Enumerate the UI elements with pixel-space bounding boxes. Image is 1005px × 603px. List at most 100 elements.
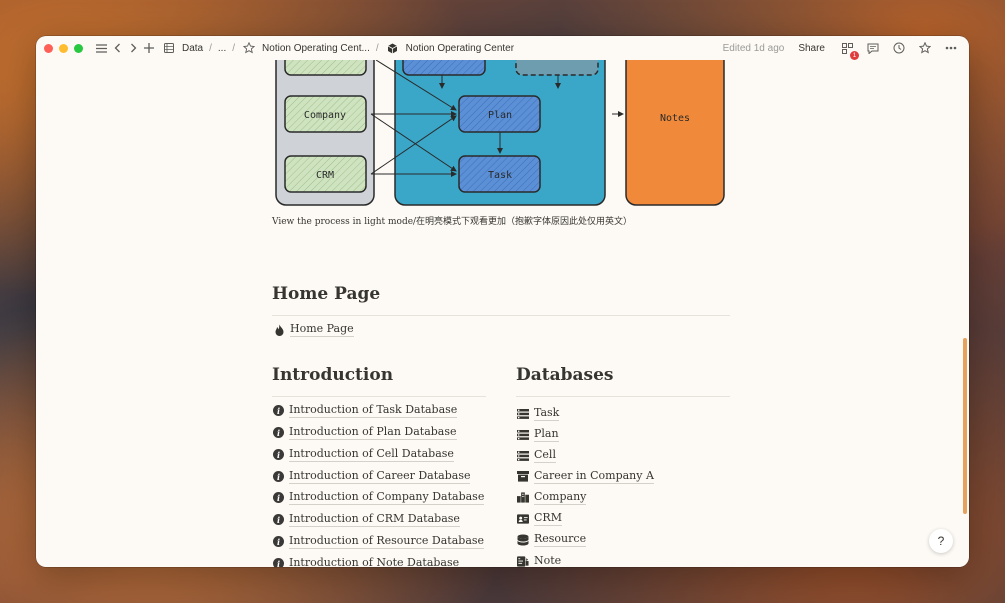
- help-button[interactable]: ?: [929, 529, 953, 553]
- home-page-link[interactable]: Home Page: [273, 322, 354, 337]
- home-page-heading: Home Page: [272, 284, 381, 304]
- database-cell-link[interactable]: Cell: [517, 448, 556, 463]
- note-icon: [517, 556, 529, 568]
- menu-icon[interactable]: [93, 40, 109, 56]
- breadcrumb: Data / ... / Notion Operating Cent... / …: [161, 40, 514, 56]
- breadcrumb-separator: /: [375, 42, 379, 54]
- maximize-window-button[interactable]: [74, 43, 83, 53]
- diagram-caption: View the process in light mode/在明亮模式下观看更…: [272, 217, 633, 227]
- breadcrumb-label: ...: [217, 42, 227, 54]
- window-controls: [44, 43, 83, 53]
- intro-task-link[interactable]: i Introduction of Task Database: [273, 403, 458, 418]
- database-resource-link[interactable]: Resource: [517, 532, 587, 547]
- database-icon: [161, 40, 177, 56]
- database-link-label: Note: [534, 554, 562, 567]
- comment-icon[interactable]: [865, 40, 881, 56]
- forward-arrow-icon[interactable]: [125, 40, 141, 56]
- database-link-label: Career in Company A: [534, 469, 654, 484]
- building-icon: [517, 492, 529, 504]
- divider: [516, 396, 730, 397]
- company-node: [284, 95, 367, 133]
- title-bar: Data / ... / Notion Operating Cent... / …: [36, 36, 969, 60]
- intro-link-label: Introduction of Plan Database: [289, 425, 457, 440]
- breadcrumb-separator: /: [209, 42, 212, 54]
- intro-company-link[interactable]: i Introduction of Company Database: [273, 490, 485, 505]
- fire-icon: [273, 324, 285, 336]
- notion-cube-icon: [385, 40, 401, 56]
- breadcrumb-item-operating-center-parent[interactable]: Notion Operating Cent...: [241, 40, 370, 56]
- notes-panel: [625, 60, 725, 206]
- database-career-link[interactable]: Career in Company A: [517, 469, 654, 484]
- minimize-window-button[interactable]: [59, 43, 68, 53]
- notification-badge: 1: [850, 51, 859, 60]
- breadcrumb-label: Data: [182, 42, 204, 54]
- connector: [370, 115, 457, 175]
- info-icon: i: [273, 405, 284, 416]
- intro-link-label: Introduction of Note Database: [289, 556, 459, 567]
- archive-icon: [517, 471, 529, 483]
- intro-link-label: Introduction of Resource Database: [289, 534, 485, 549]
- database-link-label: Task: [534, 406, 560, 421]
- database-task-link[interactable]: Task: [517, 406, 560, 421]
- info-icon: i: [273, 558, 284, 567]
- info-icon: i: [273, 536, 284, 547]
- info-icon: i: [273, 427, 284, 438]
- database-icon: [517, 429, 529, 441]
- database-crm-link[interactable]: CRM: [517, 511, 562, 526]
- introduction-heading: Introduction: [272, 365, 394, 385]
- databases-heading: Databases: [516, 365, 614, 385]
- database-note-link[interactable]: Note: [517, 554, 561, 567]
- database-link-label: Company: [534, 490, 587, 505]
- top-node-left: [284, 60, 367, 76]
- database-icon: [517, 450, 529, 462]
- updates-icon[interactable]: 1: [839, 40, 859, 60]
- notes-node-label: Notes: [660, 113, 690, 124]
- breadcrumb-label: Notion Operating Cent...: [262, 42, 370, 54]
- intro-plan-link[interactable]: i Introduction of Plan Database: [273, 425, 457, 440]
- contact-card-icon: [517, 513, 529, 525]
- database-link-label: Resource: [534, 532, 587, 547]
- crm-node-label: CRM: [316, 170, 334, 181]
- history-clock-icon[interactable]: [891, 40, 907, 56]
- divider: [272, 396, 486, 397]
- breadcrumb-item-ellipsis[interactable]: ...: [218, 43, 226, 54]
- stack-icon: [517, 534, 529, 546]
- edited-timestamp: Edited 1d ago: [722, 42, 785, 54]
- nav-controls: [93, 40, 157, 56]
- topbar-actions: Edited 1d ago Share 1: [723, 36, 959, 60]
- crm-node: [284, 155, 367, 193]
- breadcrumb-label: Notion Operating Center: [405, 42, 515, 54]
- intro-cell-link[interactable]: i Introduction of Cell Database: [273, 447, 454, 462]
- plus-icon[interactable]: [141, 40, 157, 56]
- intro-resource-link[interactable]: i Introduction of Resource Database: [273, 534, 485, 549]
- intro-note-link[interactable]: i Introduction of Note Database: [273, 556, 459, 567]
- task-node-label: Task: [488, 170, 512, 181]
- page-content: Company CRM Plan Task Notes View the pro…: [36, 60, 969, 567]
- scrollbar-thumb[interactable]: [963, 338, 967, 514]
- intro-link-label: Introduction of Cell Database: [289, 447, 454, 462]
- connector: [370, 113, 457, 172]
- share-button[interactable]: Share: [798, 42, 825, 54]
- intro-link-label: Introduction of CRM Database: [289, 512, 460, 527]
- breadcrumb-item-data[interactable]: Data: [161, 40, 203, 56]
- breadcrumb-item-operating-center[interactable]: Notion Operating Center: [385, 40, 514, 56]
- info-icon: i: [273, 471, 284, 482]
- database-company-link[interactable]: Company: [517, 490, 587, 505]
- intro-link-label: Introduction of Task Database: [289, 403, 458, 418]
- back-arrow-icon[interactable]: [109, 40, 125, 56]
- star-icon: [241, 40, 257, 56]
- info-icon: i: [273, 514, 284, 525]
- close-window-button[interactable]: [44, 43, 53, 53]
- task-node: [458, 155, 541, 193]
- favorite-star-icon[interactable]: [917, 40, 933, 56]
- info-icon: i: [273, 492, 284, 503]
- database-link-label: Cell: [534, 448, 556, 463]
- home-page-link-label: Home Page: [290, 322, 354, 337]
- database-plan-link[interactable]: Plan: [517, 427, 559, 442]
- intro-career-link[interactable]: i Introduction of Career Database: [273, 469, 471, 484]
- database-link-label: CRM: [534, 511, 562, 526]
- intro-crm-link[interactable]: i Introduction of CRM Database: [273, 512, 460, 527]
- more-options-icon[interactable]: [943, 40, 959, 56]
- database-icon: [517, 408, 529, 420]
- divider: [272, 315, 730, 316]
